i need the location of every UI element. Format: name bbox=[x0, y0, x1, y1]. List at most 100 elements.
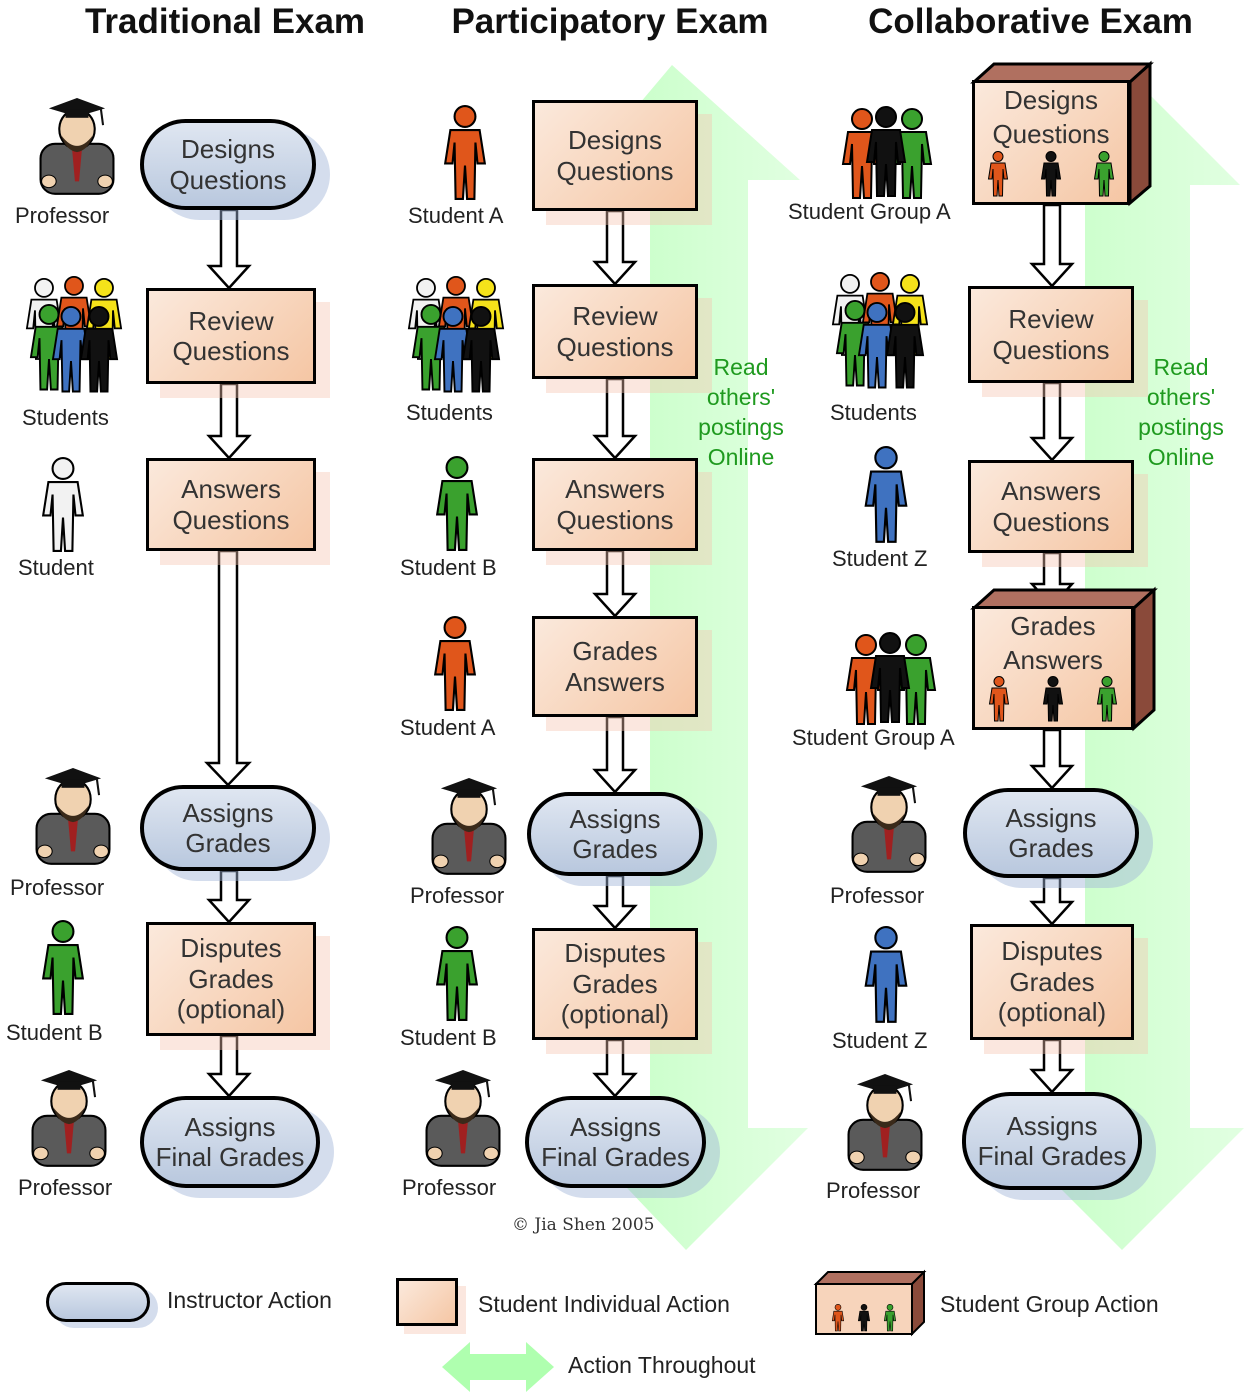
person-icon bbox=[1093, 151, 1114, 197]
flow-arrow bbox=[206, 382, 252, 460]
actor-label: Professor bbox=[15, 203, 110, 228]
cube-label: Grades Answers bbox=[1003, 611, 1103, 675]
cube-frame bbox=[970, 586, 1158, 732]
mini-group-icons bbox=[972, 676, 1134, 722]
student-group-icon bbox=[407, 275, 505, 393]
step-designs-questions: Designs Questions bbox=[532, 100, 698, 211]
actor-label: Student Group A bbox=[792, 725, 955, 750]
actor-label: Professor bbox=[10, 875, 105, 900]
mini-group-icons bbox=[972, 151, 1130, 197]
actor-label: Student Z bbox=[832, 546, 928, 571]
actor-label: Student B bbox=[400, 555, 497, 580]
step-assigns-grades: Assigns Grades bbox=[140, 785, 316, 871]
side-note-read-postings: Read others' postings Online bbox=[698, 354, 784, 470]
person-icon bbox=[1040, 151, 1061, 197]
column-title-collaborative: Collaborative Exam bbox=[868, 2, 1193, 41]
step-grades-answers: Grades Answers bbox=[532, 616, 698, 717]
side-note-read-postings: Read others' postings Online bbox=[1138, 354, 1224, 470]
legend-instructor-swatch bbox=[46, 1282, 150, 1322]
step-assigns-final-grades: Assigns Final Grades bbox=[140, 1096, 320, 1188]
flow-arrow bbox=[592, 874, 638, 930]
legend-group-label: Student Group Action bbox=[940, 1291, 1159, 1317]
person-icon bbox=[864, 445, 908, 543]
step-answers-questions: Answers Questions bbox=[532, 458, 698, 551]
legend-individual-label: Student Individual Action bbox=[478, 1291, 730, 1317]
person-icon bbox=[864, 926, 908, 1023]
flow-arrow bbox=[592, 377, 638, 460]
student-group-icon bbox=[842, 106, 932, 199]
cube-frame bbox=[970, 60, 1154, 207]
professor-icon bbox=[847, 1072, 923, 1171]
copyright-text: © Jia Shen 2005 bbox=[512, 1215, 655, 1235]
step-designs-questions: Designs Questions bbox=[140, 119, 316, 210]
flow-arrow bbox=[1029, 203, 1075, 288]
actor-label: Student bbox=[18, 555, 94, 580]
actor-label: Students bbox=[22, 405, 109, 430]
legend-throughout-swatch bbox=[442, 1342, 554, 1392]
step-review-questions: Review Questions bbox=[146, 288, 316, 384]
actor-label: Student A bbox=[400, 715, 496, 740]
flow-arrow bbox=[592, 549, 638, 618]
professor-icon bbox=[851, 774, 927, 873]
actor-label: Professor bbox=[402, 1175, 497, 1200]
flow-arrow bbox=[1029, 1038, 1075, 1094]
flow-arrow bbox=[1029, 876, 1075, 926]
professor-icon bbox=[39, 96, 115, 195]
professor-icon bbox=[31, 1068, 107, 1167]
person-icon bbox=[988, 151, 1009, 197]
step-review-questions: Review Questions bbox=[532, 284, 698, 379]
actor-label: Students bbox=[406, 400, 493, 425]
person-icon bbox=[436, 456, 478, 551]
professor-icon bbox=[35, 766, 111, 865]
step-grades-answers-group: Grades Answers bbox=[970, 586, 1158, 732]
step-assigns-final-grades: Assigns Final Grades bbox=[962, 1092, 1142, 1190]
legend-group-swatch bbox=[813, 1269, 927, 1337]
actor-label: Students bbox=[830, 400, 917, 425]
step-disputes-grades: Disputes Grades (optional) bbox=[970, 924, 1134, 1040]
column-title-participatory: Participatory Exam bbox=[451, 2, 769, 41]
flow-arrow bbox=[592, 209, 638, 286]
flow-arrow bbox=[592, 1038, 638, 1098]
student-group-icon bbox=[846, 632, 936, 725]
actor-label: Student B bbox=[6, 1020, 103, 1045]
person-icon bbox=[989, 676, 1009, 722]
flow-arrow bbox=[206, 869, 252, 924]
step-disputes-grades: Disputes Grades (optional) bbox=[146, 922, 316, 1036]
flow-arrow bbox=[204, 549, 252, 787]
legend-individual-swatch bbox=[396, 1278, 458, 1326]
person-icon bbox=[444, 105, 486, 200]
actor-label: Professor bbox=[410, 883, 505, 908]
person-icon bbox=[42, 919, 84, 1015]
actor-label: Student A bbox=[408, 203, 504, 228]
person-icon bbox=[42, 457, 84, 552]
step-answers-questions: Answers Questions bbox=[146, 458, 316, 551]
legend-instructor-label: Instructor Action bbox=[167, 1287, 332, 1313]
professor-icon bbox=[431, 776, 507, 875]
person-icon bbox=[1043, 676, 1063, 722]
actor-label: Professor bbox=[830, 883, 925, 908]
flow-arrow bbox=[1029, 728, 1075, 790]
actor-label: Student B bbox=[400, 1025, 497, 1050]
actor-label: Student Z bbox=[832, 1028, 928, 1053]
actor-label: Student Group A bbox=[788, 199, 951, 224]
step-assigns-grades: Assigns Grades bbox=[963, 788, 1139, 878]
flow-arrow bbox=[206, 1034, 252, 1098]
actor-label: Professor bbox=[826, 1178, 921, 1203]
person-icon bbox=[434, 615, 476, 711]
actor-label: Professor bbox=[18, 1175, 113, 1200]
column-title-traditional: Traditional Exam bbox=[84, 2, 366, 41]
step-review-questions: Review Questions bbox=[968, 286, 1134, 383]
flow-arrow bbox=[1029, 381, 1075, 462]
step-assigns-grades: Assigns Grades bbox=[527, 792, 703, 876]
cube-label: Designs Questions bbox=[992, 85, 1110, 149]
step-answers-questions: Answers Questions bbox=[968, 460, 1134, 553]
student-group-icon bbox=[25, 275, 122, 393]
step-disputes-grades: Disputes Grades (optional) bbox=[532, 928, 698, 1040]
legend-throughout-label: Action Throughout bbox=[568, 1352, 756, 1378]
student-group-icon bbox=[832, 271, 928, 389]
step-designs-questions-group: Designs Questions bbox=[970, 60, 1154, 207]
person-icon bbox=[1097, 676, 1117, 722]
professor-icon bbox=[425, 1068, 501, 1167]
step-assigns-final-grades: Assigns Final Grades bbox=[525, 1096, 706, 1188]
